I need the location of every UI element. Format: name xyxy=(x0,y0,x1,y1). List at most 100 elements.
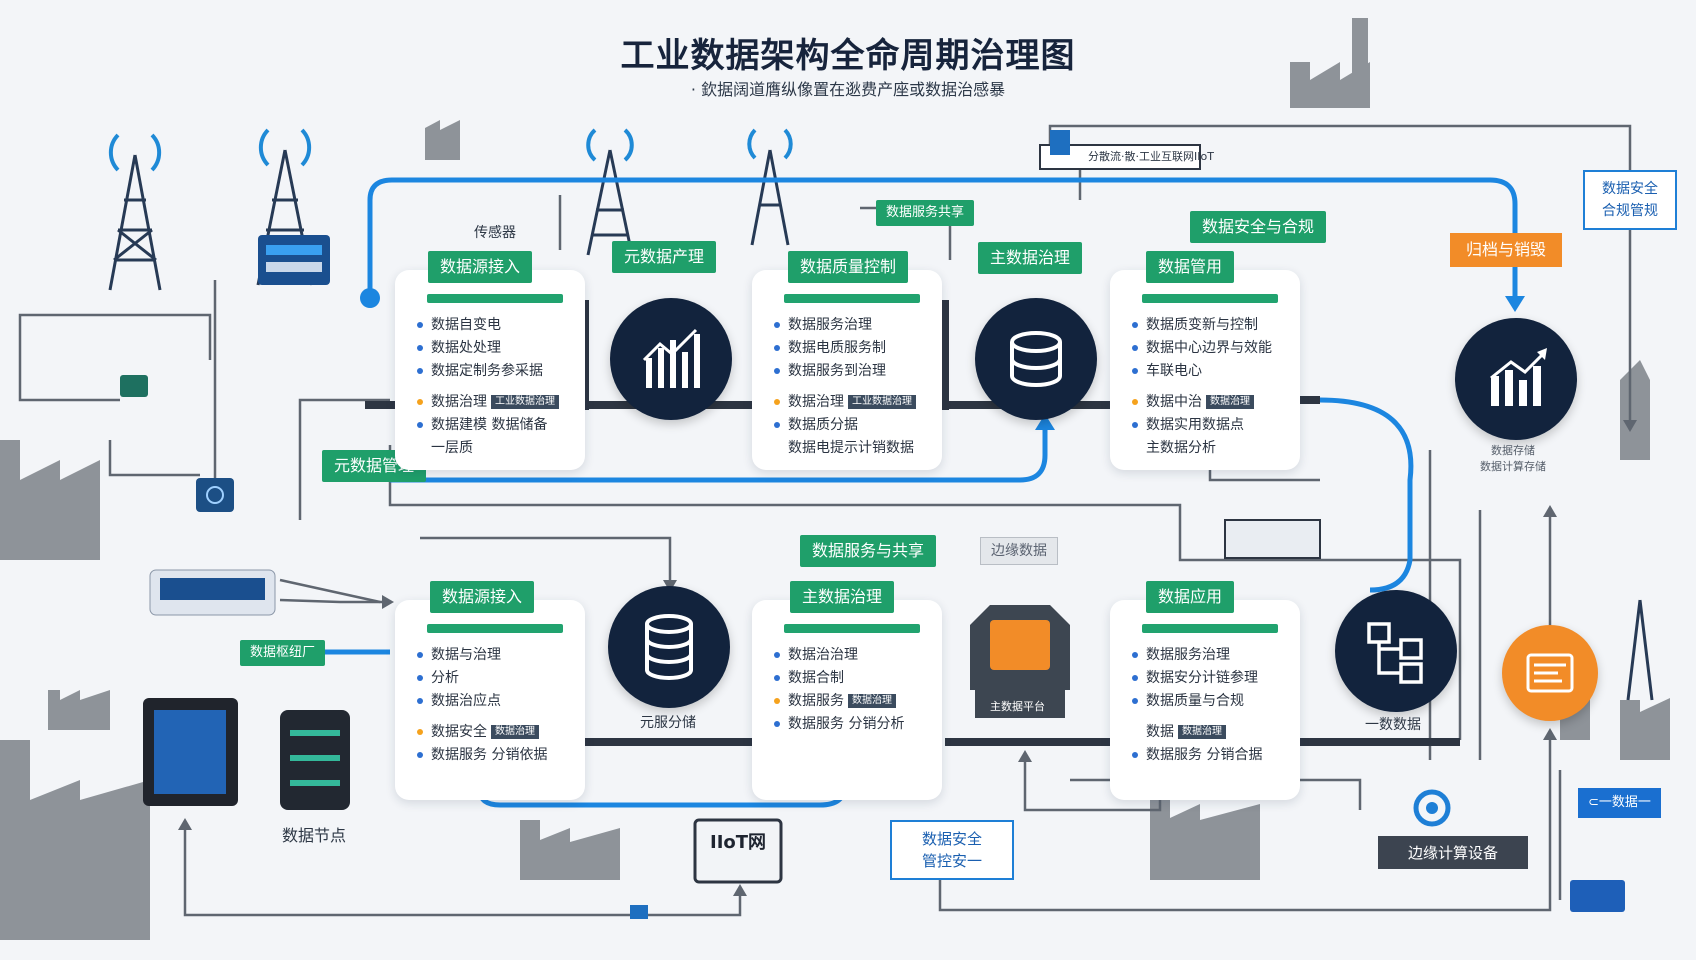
card-item-text: 数据处处理 xyxy=(431,340,501,356)
row2-card-app-list: 数据服务治理数据安分计链参理数据质量与合规数据数据治理数据服务 分销合据 xyxy=(1132,644,1290,767)
integration-circle xyxy=(1335,590,1457,712)
card-item-text: 数据治理 xyxy=(788,394,844,410)
bullet-icon xyxy=(417,652,423,658)
row1-card-quality-list: 数据服务治理数据电质服务制数据服务到治理数据治理工业数据治理数据质分据数据电提示… xyxy=(774,314,932,460)
card-item-text: 数据中心边界与效能 xyxy=(1146,340,1272,356)
bullet-icon xyxy=(774,345,780,351)
card-item-text: 数据自变电 xyxy=(431,317,501,333)
card-item: 数据电质服务制 xyxy=(774,337,932,360)
bullet-icon xyxy=(774,322,780,328)
card-item: 数据服务到治理 xyxy=(774,360,932,383)
card-item-text: 数据电提示计销数据 xyxy=(788,440,914,456)
metadata-produce-tag: 元数据产理 xyxy=(612,241,717,273)
security-compliance-box: 数据安全 合规管规 xyxy=(1583,170,1677,230)
card-item-badge: 数据治理 xyxy=(491,725,539,739)
card-item-text: 数据安全 xyxy=(431,724,487,740)
card-item-text: 主数据分析 xyxy=(1146,440,1216,456)
card-item-text: 数据与治理 xyxy=(431,647,501,663)
card-item-text: 数据治治理 xyxy=(788,647,858,663)
bullet-icon xyxy=(1132,675,1138,681)
analytics-circle xyxy=(610,298,732,420)
factory-icons xyxy=(0,18,1670,940)
bullet-icon xyxy=(1132,399,1138,405)
card-item-text: 数据服务 分销分析 xyxy=(788,716,905,732)
card-item-text: 数据服务到治理 xyxy=(788,363,886,379)
card-item: 数据治应点 xyxy=(417,690,575,713)
card-item: 数据合制 xyxy=(774,667,932,690)
database-icon xyxy=(645,614,693,680)
card-bar xyxy=(1142,624,1278,633)
orange-service-circle xyxy=(1502,625,1598,721)
row1-card-quality: 数据服务治理数据电质服务制数据服务到治理数据治理工业数据治理数据质分据数据电提示… xyxy=(752,270,942,470)
bullet-icon xyxy=(417,729,423,735)
card-item-badge: 数据治理 xyxy=(1206,395,1254,409)
bullet-icon xyxy=(1132,422,1138,428)
iiot-box-label: 分散流·散·工业互联网IIoT xyxy=(1088,150,1214,163)
card-item: 数据治理工业数据治理 xyxy=(417,391,575,414)
card-item-badge: 工业数据治理 xyxy=(848,395,916,409)
card-item-text: 数据服务 分销合据 xyxy=(1146,747,1263,763)
bullet-icon xyxy=(774,368,780,374)
card-item: 数据中治数据治理 xyxy=(1132,391,1290,414)
card-item: 数据服务 分销分析 xyxy=(774,713,932,736)
tower-icons xyxy=(108,149,1654,701)
card-item-text: 数据中治 xyxy=(1146,394,1202,410)
row2-card-source-tag: 数据源接入 xyxy=(430,581,535,613)
bullet-icon xyxy=(1132,322,1138,328)
card-item: 数据服务数据治理 xyxy=(774,690,932,713)
service-share-small-tag: 数据服务共享 xyxy=(876,200,975,226)
card-item: 数据治治理 xyxy=(774,644,932,667)
storage-circle xyxy=(608,586,730,708)
row1-card-source-tag: 数据源接入 xyxy=(428,251,533,283)
bullet-icon xyxy=(1132,652,1138,658)
card-item: 数据服务 分销依据 xyxy=(417,744,575,767)
bullet-icon xyxy=(417,345,423,351)
card-item: 数据安全数据治理 xyxy=(417,721,575,744)
gray-arrowheads xyxy=(178,420,1637,896)
card-item: 数据电提示计销数据 xyxy=(774,437,932,460)
card-item: 数据定制务参采据 xyxy=(417,360,575,383)
bullet-icon xyxy=(417,399,423,405)
card-item: 数据安分计链参理 xyxy=(1132,667,1290,690)
storage-analytics-circle xyxy=(1455,318,1577,440)
document-icon xyxy=(1526,653,1574,693)
bullet-icon xyxy=(1132,345,1138,351)
database-icon xyxy=(1010,331,1062,387)
card-item-text: 数据服务治理 xyxy=(788,317,872,333)
card-item-text: 数据服务 分销依据 xyxy=(431,747,548,763)
data-hub-tag: 数据枢纽厂 xyxy=(240,640,326,666)
card-bar xyxy=(784,624,920,633)
card-item-badge: 数据治理 xyxy=(1178,725,1226,739)
row1-card-quality-tag: 数据质量控制 xyxy=(788,251,909,283)
card-item: 数据数据治理 xyxy=(1132,721,1290,744)
row2-card-source-list: 数据与治理分析数据治应点数据安全数据治理数据服务 分销依据 xyxy=(417,644,575,767)
row1-card-manage-list: 数据质变新与控制数据中心边界与效能车联电心数据中治数据治理数据实用数据点主数据分… xyxy=(1132,314,1290,460)
card-item: 数据建模 数据储备 xyxy=(417,414,575,437)
master-data-tag: 主数据治理 xyxy=(978,242,1083,274)
row2-card-app-tag: 数据应用 xyxy=(1146,581,1235,613)
integration-caption: 一数数据 xyxy=(1365,717,1421,733)
card-item-text: 一层质 xyxy=(431,440,473,456)
card-item: 主数据分析 xyxy=(1132,437,1290,460)
bullet-icon xyxy=(774,675,780,681)
row2-card-master-tag: 主数据治理 xyxy=(790,581,895,613)
storage-caption: 元服分储 xyxy=(640,715,696,731)
card-item-text: 数据 xyxy=(1146,724,1174,740)
device-icons xyxy=(120,130,1625,919)
card-item: 数据质量与合规 xyxy=(1132,690,1290,713)
security-control-box: 数据安全 管控安一 xyxy=(890,820,1014,880)
bullet-icon xyxy=(774,422,780,428)
card-item-text: 数据定制务参采据 xyxy=(431,363,543,379)
bullet-icon xyxy=(417,698,423,704)
archive-destroy-tag: 归档与销毁 xyxy=(1450,233,1563,267)
database-circle xyxy=(975,298,1097,420)
flow-nodes-icon xyxy=(1367,622,1423,684)
card-item: 数据中心边界与效能 xyxy=(1132,337,1290,360)
card-item-text: 数据服务 xyxy=(788,693,844,709)
card-bar xyxy=(427,624,563,633)
bullet-icon xyxy=(417,752,423,758)
card-bar xyxy=(784,294,920,303)
card-item: 数据处处理 xyxy=(417,337,575,360)
bullet-icon xyxy=(774,652,780,658)
